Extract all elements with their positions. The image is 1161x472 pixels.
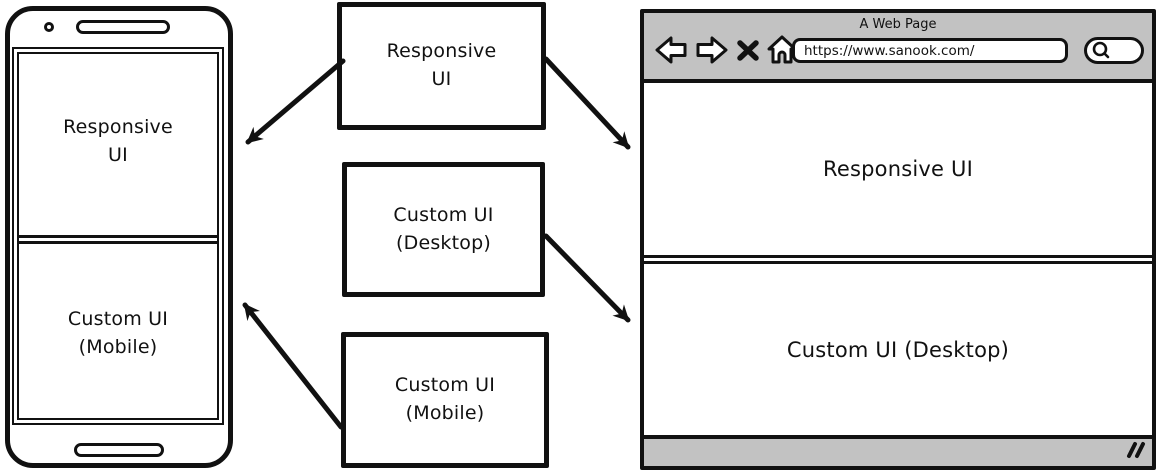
flow-box-custom-ui-desktop: Custom UI (Desktop) [342, 162, 545, 297]
url-input[interactable] [792, 38, 1068, 63]
arrow-responsive-to-phone [245, 58, 346, 145]
back-icon[interactable] [654, 36, 688, 64]
phone-screen: Responsive UI Custom UI (Mobile) [12, 47, 224, 425]
browser-section-custom-ui-desktop: Custom UI (Desktop) [644, 264, 1152, 435]
browser-nav-bar [654, 35, 797, 65]
phone-home-button [74, 443, 164, 457]
phone-frame: Responsive UI Custom UI (Mobile) [5, 6, 233, 468]
arrow-custom-mobile-to-phone [242, 302, 344, 430]
flow-box-custom-ui-mobile: Custom UI (Mobile) [341, 332, 549, 468]
browser-window: A Web Page [640, 9, 1156, 470]
arrow-responsive-to-browser [543, 56, 631, 150]
phone-screen-divider [18, 235, 218, 244]
phone-speaker [76, 20, 170, 34]
search-icon [1091, 40, 1113, 62]
phone-camera-icon [44, 22, 54, 32]
home-icon[interactable] [767, 35, 797, 65]
resize-handle-icon[interactable] [1123, 440, 1147, 464]
browser-window-title: A Web Page [859, 17, 937, 32]
forward-icon[interactable] [695, 36, 729, 64]
browser-title-bar: A Web Page [644, 13, 1152, 83]
flow-box-responsive-ui: Responsive UI [337, 2, 546, 130]
browser-status-bar [644, 435, 1152, 466]
arrow-custom-desktop-to-browser [543, 233, 631, 323]
search-button[interactable] [1084, 37, 1144, 64]
phone-section-custom-ui-mobile: Custom UI (Mobile) [67, 307, 169, 358]
phone-section-responsive-ui: Responsive UI [63, 116, 173, 166]
close-icon[interactable] [736, 37, 760, 63]
browser-section-responsive-ui: Responsive UI [644, 83, 1152, 255]
browser-section-divider [644, 255, 1152, 264]
